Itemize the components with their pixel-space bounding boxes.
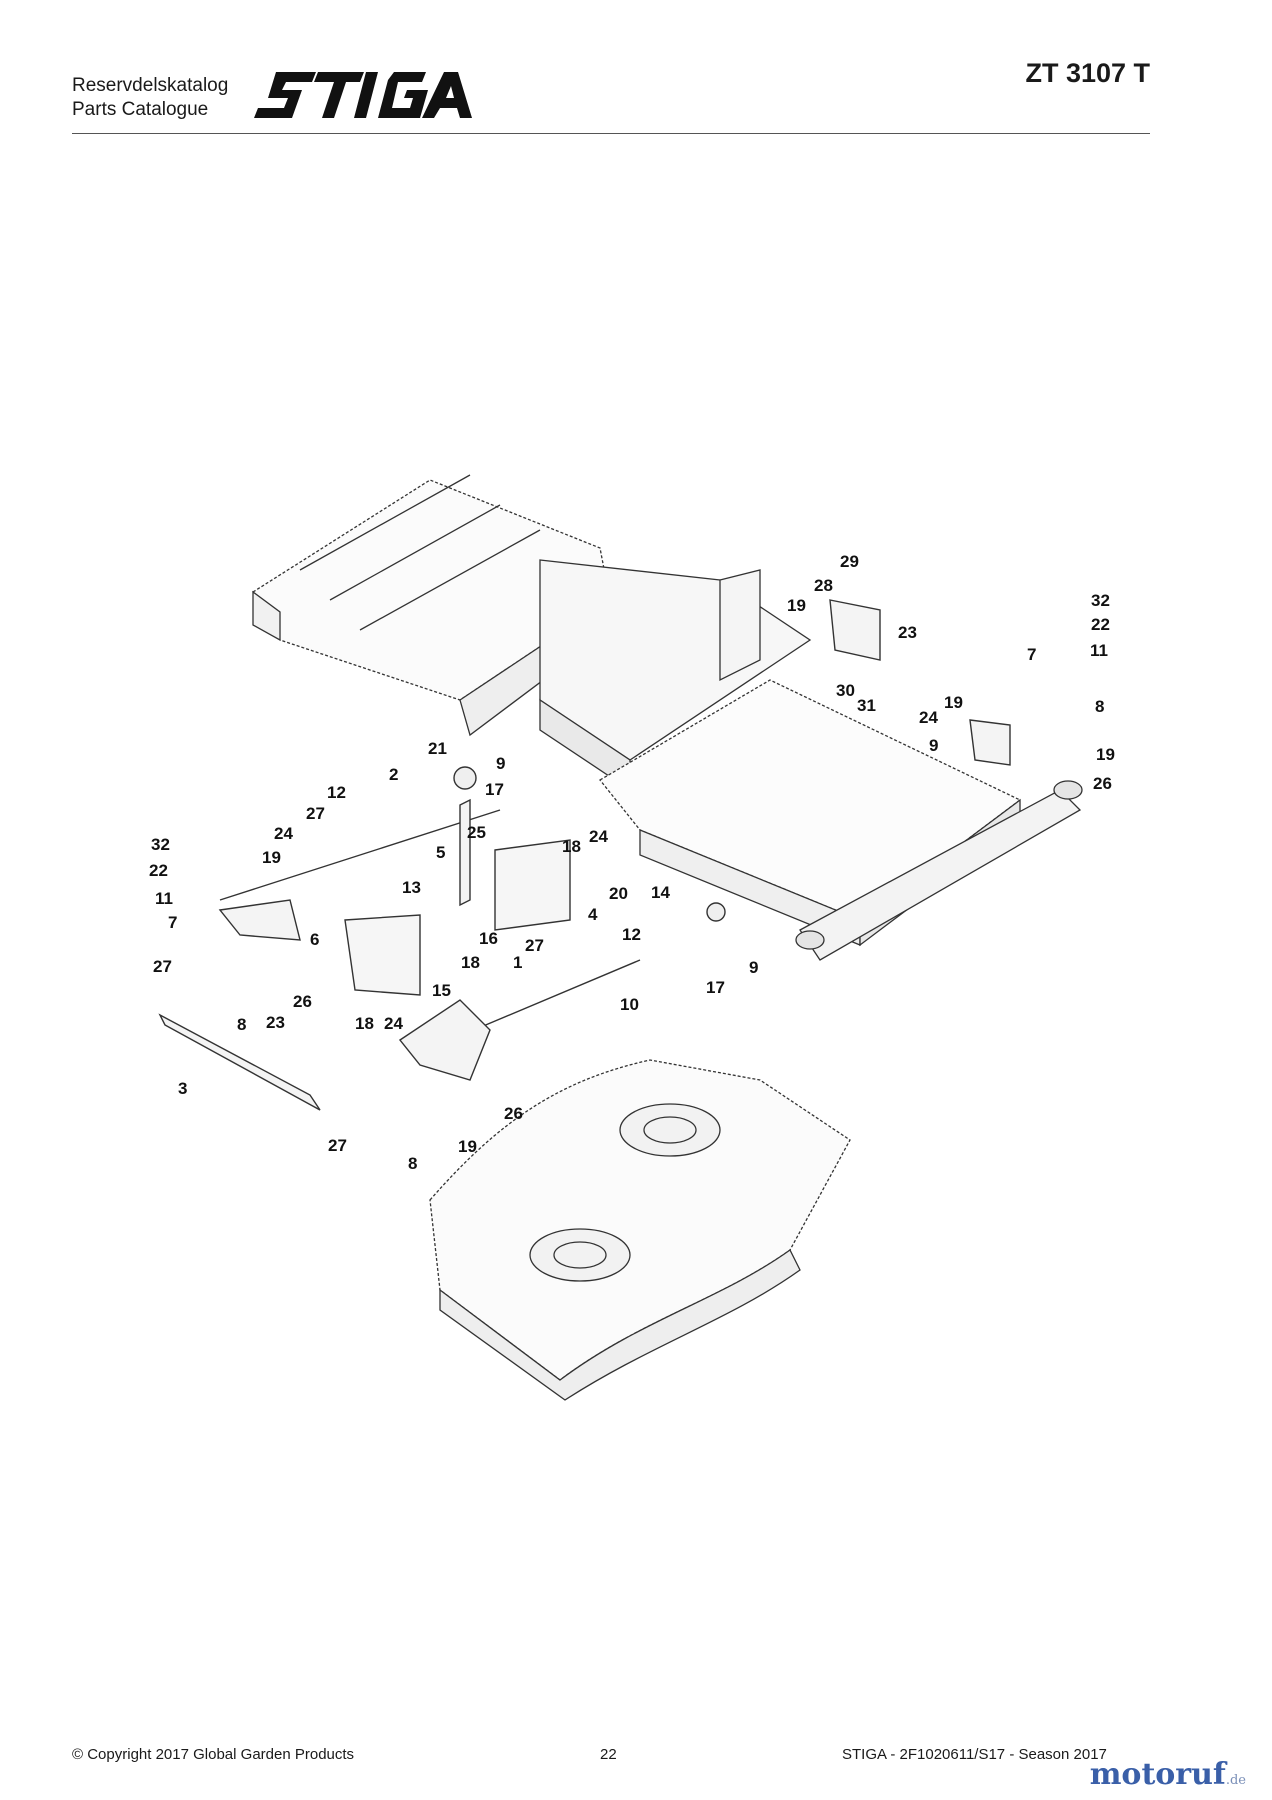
callout-label: 22 xyxy=(1091,615,1110,634)
callout-label: 8 xyxy=(1095,697,1104,716)
callout-labels: 1 2 3 4 5 6 7 7 8 8 8 9 9 9 10 11 11 12 … xyxy=(149,552,1115,1173)
callout-label: 30 xyxy=(836,681,855,700)
callout-label: 23 xyxy=(266,1013,285,1032)
callout-label: 17 xyxy=(485,780,504,799)
callout-label: 19 xyxy=(1096,745,1115,764)
callout-label: 7 xyxy=(168,913,177,932)
callout-label: 32 xyxy=(1091,591,1110,610)
callout-label: 28 xyxy=(814,576,833,595)
callout-label: 25 xyxy=(467,823,486,842)
callout-label: 10 xyxy=(620,995,639,1014)
watermark-tld: .de xyxy=(1225,1773,1246,1788)
callout-label: 15 xyxy=(432,981,451,1000)
callout-label: 7 xyxy=(1027,645,1036,664)
catalogue-title-english: Parts Catalogue xyxy=(72,99,209,120)
copyright-notice: © Copyright 2017 Global Garden Products xyxy=(72,1746,355,1763)
callout-label: 23 xyxy=(898,623,917,642)
callout-label: 19 xyxy=(787,596,806,615)
callout-label: 9 xyxy=(929,736,938,755)
callout-label: 26 xyxy=(293,992,312,1011)
page-number: 22 xyxy=(600,1746,617,1763)
callout-label: 24 xyxy=(384,1014,403,1033)
callout-label: 27 xyxy=(306,804,325,823)
callout-label: 9 xyxy=(496,754,505,773)
callout-label: 9 xyxy=(749,958,758,977)
callout-label: 4 xyxy=(588,905,598,924)
callout-label: 27 xyxy=(525,936,544,955)
callout-label: 18 xyxy=(461,953,480,972)
header-rule xyxy=(72,133,1150,134)
callout-label: 6 xyxy=(310,930,319,949)
callout-label: 8 xyxy=(408,1154,417,1173)
callout-label: 11 xyxy=(155,889,173,908)
callout-label: 16 xyxy=(479,929,498,948)
callout-label: 26 xyxy=(504,1104,523,1123)
watermark: motoruf.de xyxy=(1090,1757,1246,1792)
callout-label: 11 xyxy=(1090,641,1108,660)
callout-label: 19 xyxy=(458,1137,477,1156)
callout-label: 21 xyxy=(428,739,447,758)
callout-label: 1 xyxy=(513,953,522,972)
chassis-frame xyxy=(252,474,1083,961)
callout-label: 29 xyxy=(840,552,859,571)
callout-label: 13 xyxy=(402,878,421,897)
lift-linkage xyxy=(158,599,1011,1111)
callout-label: 17 xyxy=(706,978,725,997)
callout-label: 24 xyxy=(274,824,293,843)
callout-label: 24 xyxy=(919,708,938,727)
callout-label: 32 xyxy=(151,835,170,854)
callout-label: 5 xyxy=(436,843,445,862)
stiga-logo xyxy=(254,72,472,118)
catalogue-title-swedish: Reservdelskatalog xyxy=(72,75,229,96)
mower-deck xyxy=(429,1059,851,1401)
callout-label: 8 xyxy=(237,1015,246,1034)
callout-label: 18 xyxy=(562,837,581,856)
model-number: ZT 3107 T xyxy=(1025,58,1150,88)
callout-label: 3 xyxy=(178,1079,187,1098)
watermark-text: motoruf xyxy=(1089,1757,1226,1792)
callout-label: 12 xyxy=(327,783,346,802)
callout-label: 27 xyxy=(153,957,172,976)
catalogue-heading: Reservdelskatalog Parts Catalogue xyxy=(72,74,228,122)
callout-label: 20 xyxy=(609,884,628,903)
callout-label: 22 xyxy=(149,861,168,880)
callout-label: 27 xyxy=(328,1136,347,1155)
callout-label: 19 xyxy=(262,848,281,867)
callout-label: 19 xyxy=(944,693,963,712)
callout-label: 18 xyxy=(355,1014,374,1033)
callout-label: 14 xyxy=(651,883,670,902)
callout-label: 12 xyxy=(622,925,641,944)
document-id: STIGA - 2F1020611/S17 - Season 2017 xyxy=(842,1746,1107,1763)
callout-label: 2 xyxy=(389,765,398,784)
callout-label: 26 xyxy=(1093,774,1112,793)
callout-label: 24 xyxy=(589,827,608,846)
callout-label: 31 xyxy=(857,696,876,715)
